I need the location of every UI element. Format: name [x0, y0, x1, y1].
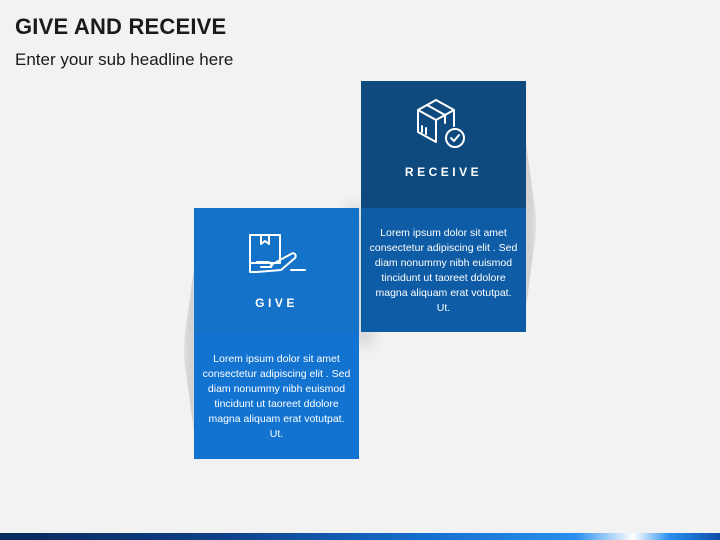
box-check-icon [414, 96, 468, 152]
slide-subtitle: Enter your sub headline here [15, 50, 234, 69]
receive-text: Lorem ipsum dolor sit amet consectetur a… [369, 227, 518, 314]
hand-box-icon [247, 232, 307, 278]
receive-header-panel: RECEIVE [361, 81, 526, 208]
receive-label: RECEIVE [404, 165, 483, 179]
receive-body-panel: Lorem ipsum dolor sit amet consectetur a… [361, 208, 526, 332]
slide-title: GIVE AND RECEIVE [15, 14, 227, 39]
give-text: Lorem ipsum dolor sit amet consectetur a… [202, 353, 351, 440]
footer-gradient-bar [0, 533, 720, 540]
give-body-panel: Lorem ipsum dolor sit amet consectetur a… [194, 333, 359, 459]
give-header-panel: GIVE [194, 208, 359, 333]
give-label: GIVE [255, 296, 298, 310]
